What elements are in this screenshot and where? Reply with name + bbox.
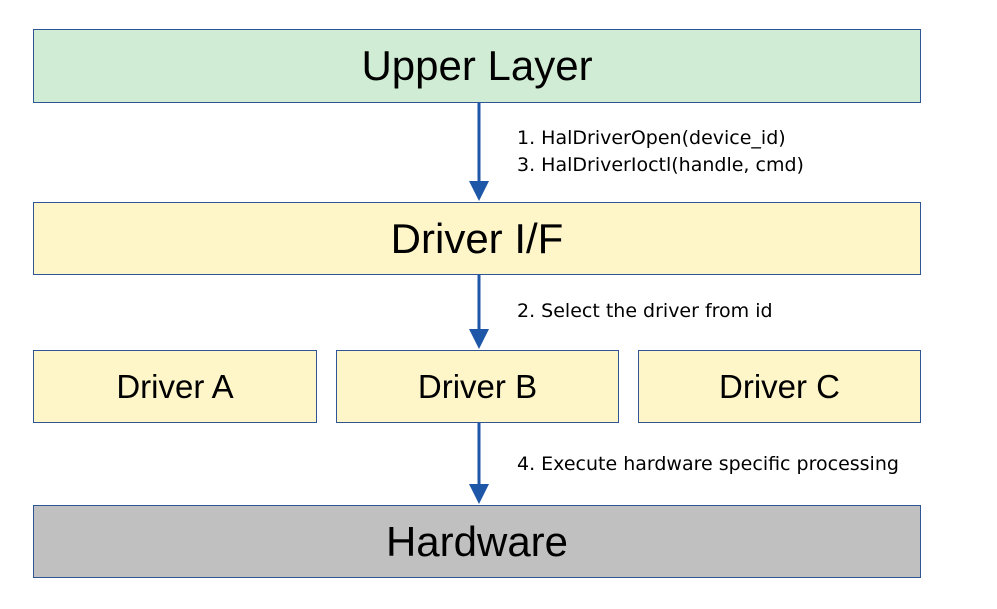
step-note-open-ioctl: 1. HalDriverOpen(device_id) 3. HalDriver…: [517, 125, 804, 179]
driver-b-box: Driver B: [336, 350, 619, 423]
step-1-text: 1. HalDriverOpen(device_id): [517, 127, 786, 149]
upper-layer-box: Upper Layer: [33, 29, 921, 103]
driver-a-box: Driver A: [33, 350, 317, 423]
hardware-label: Hardware: [385, 517, 569, 565]
arrow-driver-b-to-hardware: [469, 423, 489, 504]
upper-layer-label: Upper Layer: [361, 42, 593, 89]
driver-c-label: Driver C: [719, 367, 840, 405]
hardware-box: Hardware: [33, 505, 921, 578]
step-3-text: 3. HalDriverIoctl(handle, cmd): [517, 154, 804, 176]
arrow-interface-to-driver-b: [469, 275, 489, 349]
driver-interface-box: Driver I/F: [33, 202, 921, 275]
step-2-text: 2. Select the driver from id: [517, 300, 773, 322]
driver-b-label: Driver B: [417, 367, 538, 405]
arrow-upper-to-interface: [469, 103, 489, 201]
driver-interface-label: Driver I/F: [390, 214, 564, 262]
driver-c-box: Driver C: [638, 350, 921, 423]
driver-a-label: Driver A: [116, 367, 234, 405]
step-4-text: 4. Execute hardware specific processing: [517, 453, 899, 475]
